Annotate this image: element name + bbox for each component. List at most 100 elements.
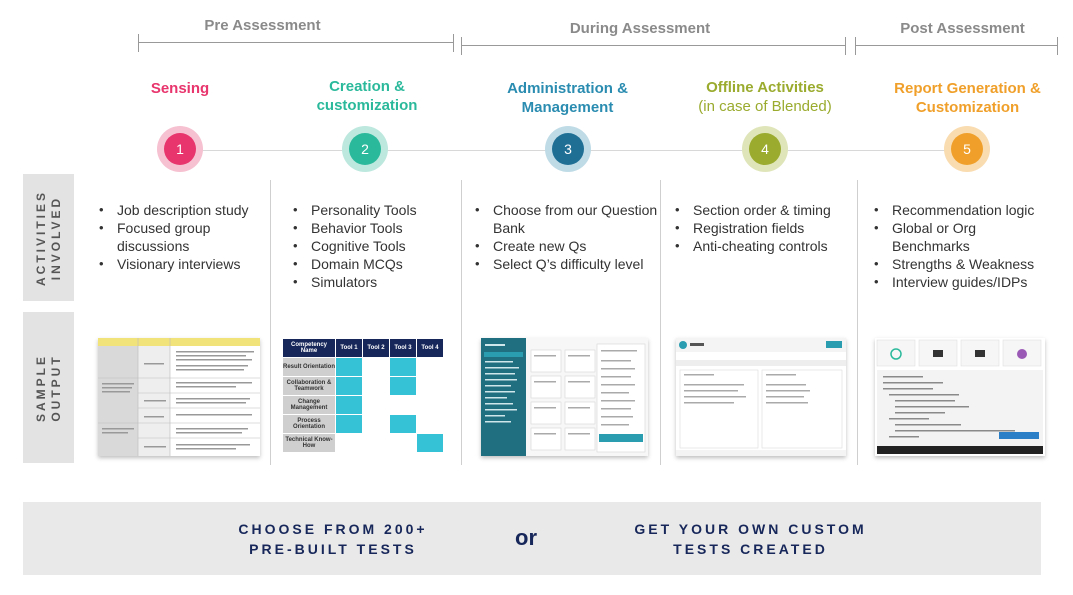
activity-item: Recommendation logic xyxy=(872,201,1052,219)
stage-5-activities: Recommendation logic Global or Org Bench… xyxy=(872,201,1052,291)
stage-3-title: Administration & Management xyxy=(507,80,628,116)
stage-3-marker: 3 xyxy=(545,126,591,172)
stage-2-title: Creation & customization xyxy=(316,78,418,114)
activity-item: Strengths & Weakness xyxy=(872,255,1052,273)
coverage-cell xyxy=(362,376,390,396)
phase-pre-bracket xyxy=(138,34,454,52)
activities-row-label-box: ACTIVITIES INVOLVED xyxy=(23,174,74,301)
sample-output-report-screen xyxy=(875,338,1045,456)
activity-item: Behavior Tools xyxy=(291,219,456,237)
stage-2-number: 2 xyxy=(349,133,381,165)
table-row: Collaboration & Teamwork xyxy=(282,376,444,396)
competency-table: Competency Name Tool 1 Tool 2 Tool 3 Too… xyxy=(282,338,444,453)
coverage-cell xyxy=(335,357,363,377)
column-divider xyxy=(270,180,271,465)
activity-item: Focused group discussions xyxy=(97,219,267,255)
tool-header: Tool 2 xyxy=(362,338,390,358)
tool-header: Tool 3 xyxy=(389,338,417,358)
coverage-cell xyxy=(362,357,390,377)
bottom-banner: CHOOSE FROM 200+ PRE-BUILT TESTS or GET … xyxy=(23,502,1041,575)
coverage-cell xyxy=(335,433,363,453)
phase-pre-label: Pre Assessment xyxy=(204,17,321,34)
stage-4-marker: 4 xyxy=(742,126,788,172)
column-divider xyxy=(461,180,462,465)
stage-1-number: 1 xyxy=(164,133,196,165)
stage-3-number: 3 xyxy=(552,133,584,165)
sample-output-question-bank-screen xyxy=(481,338,648,456)
coverage-cell xyxy=(389,395,417,415)
coverage-cell xyxy=(416,414,444,434)
activity-item: Visionary interviews xyxy=(97,255,267,273)
competency-name: Technical Know-How xyxy=(282,433,336,453)
coverage-cell xyxy=(389,357,417,377)
activity-item: Interview guides/IDPs xyxy=(872,273,1052,291)
competency-header: Competency Name xyxy=(282,338,336,358)
phase-post-label: Post Assessment xyxy=(900,20,1025,37)
column-divider xyxy=(857,180,858,465)
sample-output-competency-grid: Competency Name Tool 1 Tool 2 Tool 3 Too… xyxy=(282,338,448,453)
coverage-cell xyxy=(335,395,363,415)
activity-item: Global or Org Benchmarks xyxy=(872,219,1052,255)
coverage-cell xyxy=(416,395,444,415)
coverage-cell xyxy=(362,395,390,415)
sample-output-offline-settings-screen xyxy=(676,338,846,456)
coverage-cell xyxy=(335,376,363,396)
activity-item: Anti-cheating controls xyxy=(673,237,853,255)
question-bank-preview xyxy=(481,338,648,456)
phase-during-bracket xyxy=(461,37,846,55)
activity-item: Personality Tools xyxy=(291,201,456,219)
stage-3-activities: Choose from our Question Bank Create new… xyxy=(473,201,658,273)
column-divider xyxy=(660,180,661,465)
stage-2-marker: 2 xyxy=(342,126,388,172)
activity-item: Section order & timing xyxy=(673,201,853,219)
sample-row-label-box: SAMPLE OUTPUT xyxy=(23,312,74,463)
coverage-cell xyxy=(389,376,417,396)
coverage-cell xyxy=(416,357,444,377)
document-preview xyxy=(98,338,260,456)
stage-1-activities: Job description study Focused group disc… xyxy=(97,201,267,273)
table-row: Result Orientation xyxy=(282,357,444,377)
stage-5-title: Report Generation & Customization xyxy=(894,80,1041,116)
activity-item: Domain MCQs xyxy=(291,255,456,273)
stage-1-marker: 1 xyxy=(157,126,203,172)
prebuilt-tests-callout: CHOOSE FROM 200+ PRE-BUILT TESTS xyxy=(238,521,428,557)
coverage-cell xyxy=(416,376,444,396)
table-row: Process Orientation xyxy=(282,414,444,434)
activity-item: Simulators xyxy=(291,273,456,291)
coverage-cell xyxy=(335,414,363,434)
coverage-cell xyxy=(389,414,417,434)
activity-item: Registration fields xyxy=(673,219,853,237)
activity-item: Create new Qs xyxy=(473,237,658,255)
stage-4-title: Offline Activities (in case of Blended) xyxy=(698,79,832,115)
phase-post-bracket xyxy=(855,37,1058,55)
coverage-cell xyxy=(416,433,444,453)
activity-item: Choose from our Question Bank xyxy=(473,201,658,237)
competency-name: Process Orientation xyxy=(282,414,336,434)
report-preview xyxy=(875,338,1045,456)
settings-preview xyxy=(676,338,846,456)
stage-5-number: 5 xyxy=(951,133,983,165)
coverage-cell xyxy=(362,433,390,453)
coverage-cell xyxy=(389,433,417,453)
stage-1-title: Sensing xyxy=(150,80,210,97)
activity-item: Cognitive Tools xyxy=(291,237,456,255)
activity-item: Select Q’s difficulty level xyxy=(473,255,658,273)
tool-header: Tool 1 xyxy=(335,338,363,358)
stage-4-activities: Section order & timing Registration fiel… xyxy=(673,201,853,255)
activities-row-label: ACTIVITIES INVOLVED xyxy=(33,189,63,286)
table-row: Change Management xyxy=(282,395,444,415)
custom-tests-callout: GET YOUR OWN CUSTOM TESTS CREATED xyxy=(634,521,867,557)
stage-2-activities: Personality Tools Behavior Tools Cogniti… xyxy=(291,201,456,291)
stage-4-number: 4 xyxy=(749,133,781,165)
tool-header: Tool 4 xyxy=(416,338,444,358)
competency-name: Result Orientation xyxy=(282,357,336,377)
table-row: Technical Know-How xyxy=(282,433,444,453)
competency-name: Collaboration & Teamwork xyxy=(282,376,336,396)
activity-item: Job description study xyxy=(97,201,267,219)
coverage-cell xyxy=(362,414,390,434)
competency-name: Change Management xyxy=(282,395,336,415)
stage-5-marker: 5 xyxy=(944,126,990,172)
or-separator: or xyxy=(515,525,537,550)
phase-during-label: During Assessment xyxy=(569,20,711,37)
sample-output-job-description-doc xyxy=(98,338,260,456)
